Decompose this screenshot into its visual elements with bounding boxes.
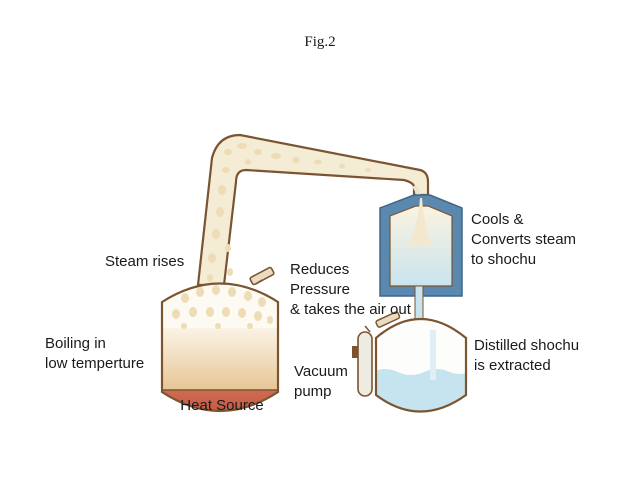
- boiling-label-line2: low temperture: [45, 355, 144, 372]
- boiler-bubbles: [172, 285, 273, 329]
- cools-label-line1: Cools &: [471, 211, 524, 228]
- labels: Steam rises Reduces Pressure & takes the…: [45, 211, 579, 414]
- reduces-label-line3: & takes the air out: [290, 301, 412, 318]
- heat-source-label: Heat Source: [180, 397, 263, 414]
- vacuum-pump-label-line2: pump: [294, 383, 332, 400]
- distilled-label-line2: is extracted: [474, 357, 551, 374]
- reduces-label-line1: Reduces: [290, 261, 349, 278]
- distilled-label-line1: Distilled shochu: [474, 337, 579, 354]
- vacuum-pump-label-line1: Vacuum: [294, 363, 348, 380]
- condenser: [379, 194, 463, 327]
- boiler: [160, 282, 280, 413]
- steam-bubbles: [207, 143, 371, 282]
- steam-rises-label: Steam rises: [105, 253, 184, 270]
- cools-label-line2: Converts steam: [471, 231, 576, 248]
- receiver-valve: [375, 311, 401, 328]
- figure-title: Fig.2: [304, 34, 335, 50]
- pressure-valve: [249, 266, 275, 286]
- receiver: [374, 318, 468, 413]
- boiling-label-line1: Boiling in: [45, 335, 106, 352]
- vacuum-pump: [352, 325, 373, 397]
- cools-label-line3: to shochu: [471, 251, 536, 268]
- reduces-label-line2: Pressure: [290, 281, 350, 298]
